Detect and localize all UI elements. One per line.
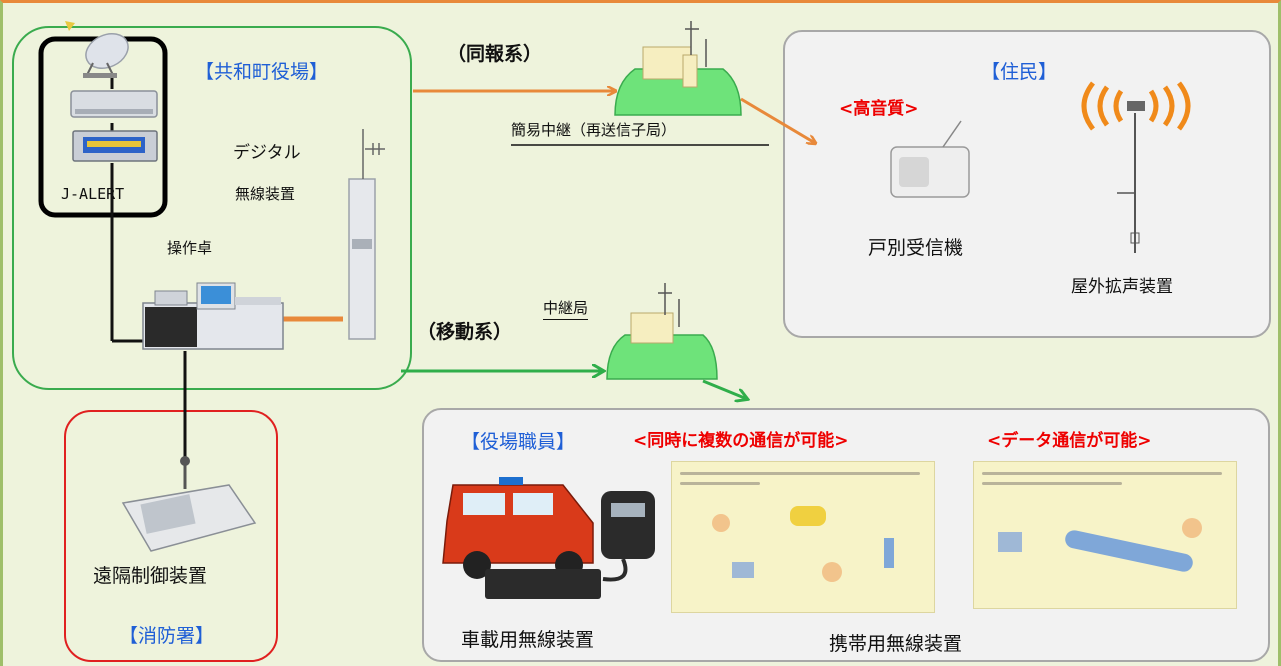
residents-title: 【住民】 <box>981 61 1058 83</box>
digital-radio-label-line2: 無線装置 <box>235 185 296 203</box>
person-icon <box>884 538 894 568</box>
household-receiver-icon <box>890 120 970 198</box>
digital-radio-label-line1: デジタル <box>233 143 301 163</box>
data-comm-note: <データ通信が可能> <box>987 431 1152 451</box>
multi-comm-illustration <box>671 461 935 613</box>
river-icon <box>1063 528 1195 574</box>
data-comm-illustration <box>973 461 1237 609</box>
person-icon <box>822 562 842 582</box>
remote-controller-icon <box>121 456 257 552</box>
person-icon <box>712 514 730 532</box>
handheld-radio-icon <box>485 491 655 599</box>
jalert-terminal-icon <box>72 130 158 162</box>
fire-station-title: 【消防署】 <box>119 625 215 647</box>
jalert-label: J-ALERT <box>61 185 125 203</box>
fire-station-region <box>64 410 278 662</box>
mobile-relay-label: 中継局 <box>543 301 589 320</box>
broadcast-title: （同報系） <box>447 43 543 65</box>
computer-icon <box>998 532 1022 552</box>
mobile-title: （移動系） <box>417 321 513 343</box>
town-hall-title: 【共和町役場】 <box>195 61 329 83</box>
relay-hill-icon <box>606 283 718 380</box>
computer-icon <box>732 562 754 578</box>
quality-note: <高音質> <box>839 99 919 119</box>
receiver-unit-icon <box>70 90 158 118</box>
vehicle-radio-label: 車載用無線装置 <box>461 629 595 651</box>
console-label: 操作卓 <box>167 239 213 257</box>
relay-hill-icon <box>614 21 742 116</box>
speaker-tower-icon <box>1081 81 1191 253</box>
outdoor-speaker-label: 屋外拡声装置 <box>1071 277 1173 297</box>
radio-cabinet-icon <box>348 178 376 340</box>
satellite-dish-icon <box>65 21 129 78</box>
mobile-arrow-2 <box>702 379 747 399</box>
portable-radio-label: 携帯用無線装置 <box>829 633 963 655</box>
person-icon <box>1182 518 1202 538</box>
town-hall-region <box>12 26 412 390</box>
antenna-icon <box>362 129 385 179</box>
broadcast-relay-label: 簡易中継（再送信子局） <box>511 121 677 139</box>
multi-comm-note: <同時に複数の通信が可能> <box>633 431 849 451</box>
console-desk-icon <box>142 282 284 350</box>
broadcast-arrow-2 <box>740 97 815 143</box>
household-receiver-label: 戸別受信機 <box>868 237 964 259</box>
residents-region <box>783 30 1271 338</box>
remote-control-label: 遠隔制御装置 <box>93 565 208 587</box>
staff-title: 【役場職員】 <box>461 431 576 453</box>
car-icon <box>790 506 826 526</box>
